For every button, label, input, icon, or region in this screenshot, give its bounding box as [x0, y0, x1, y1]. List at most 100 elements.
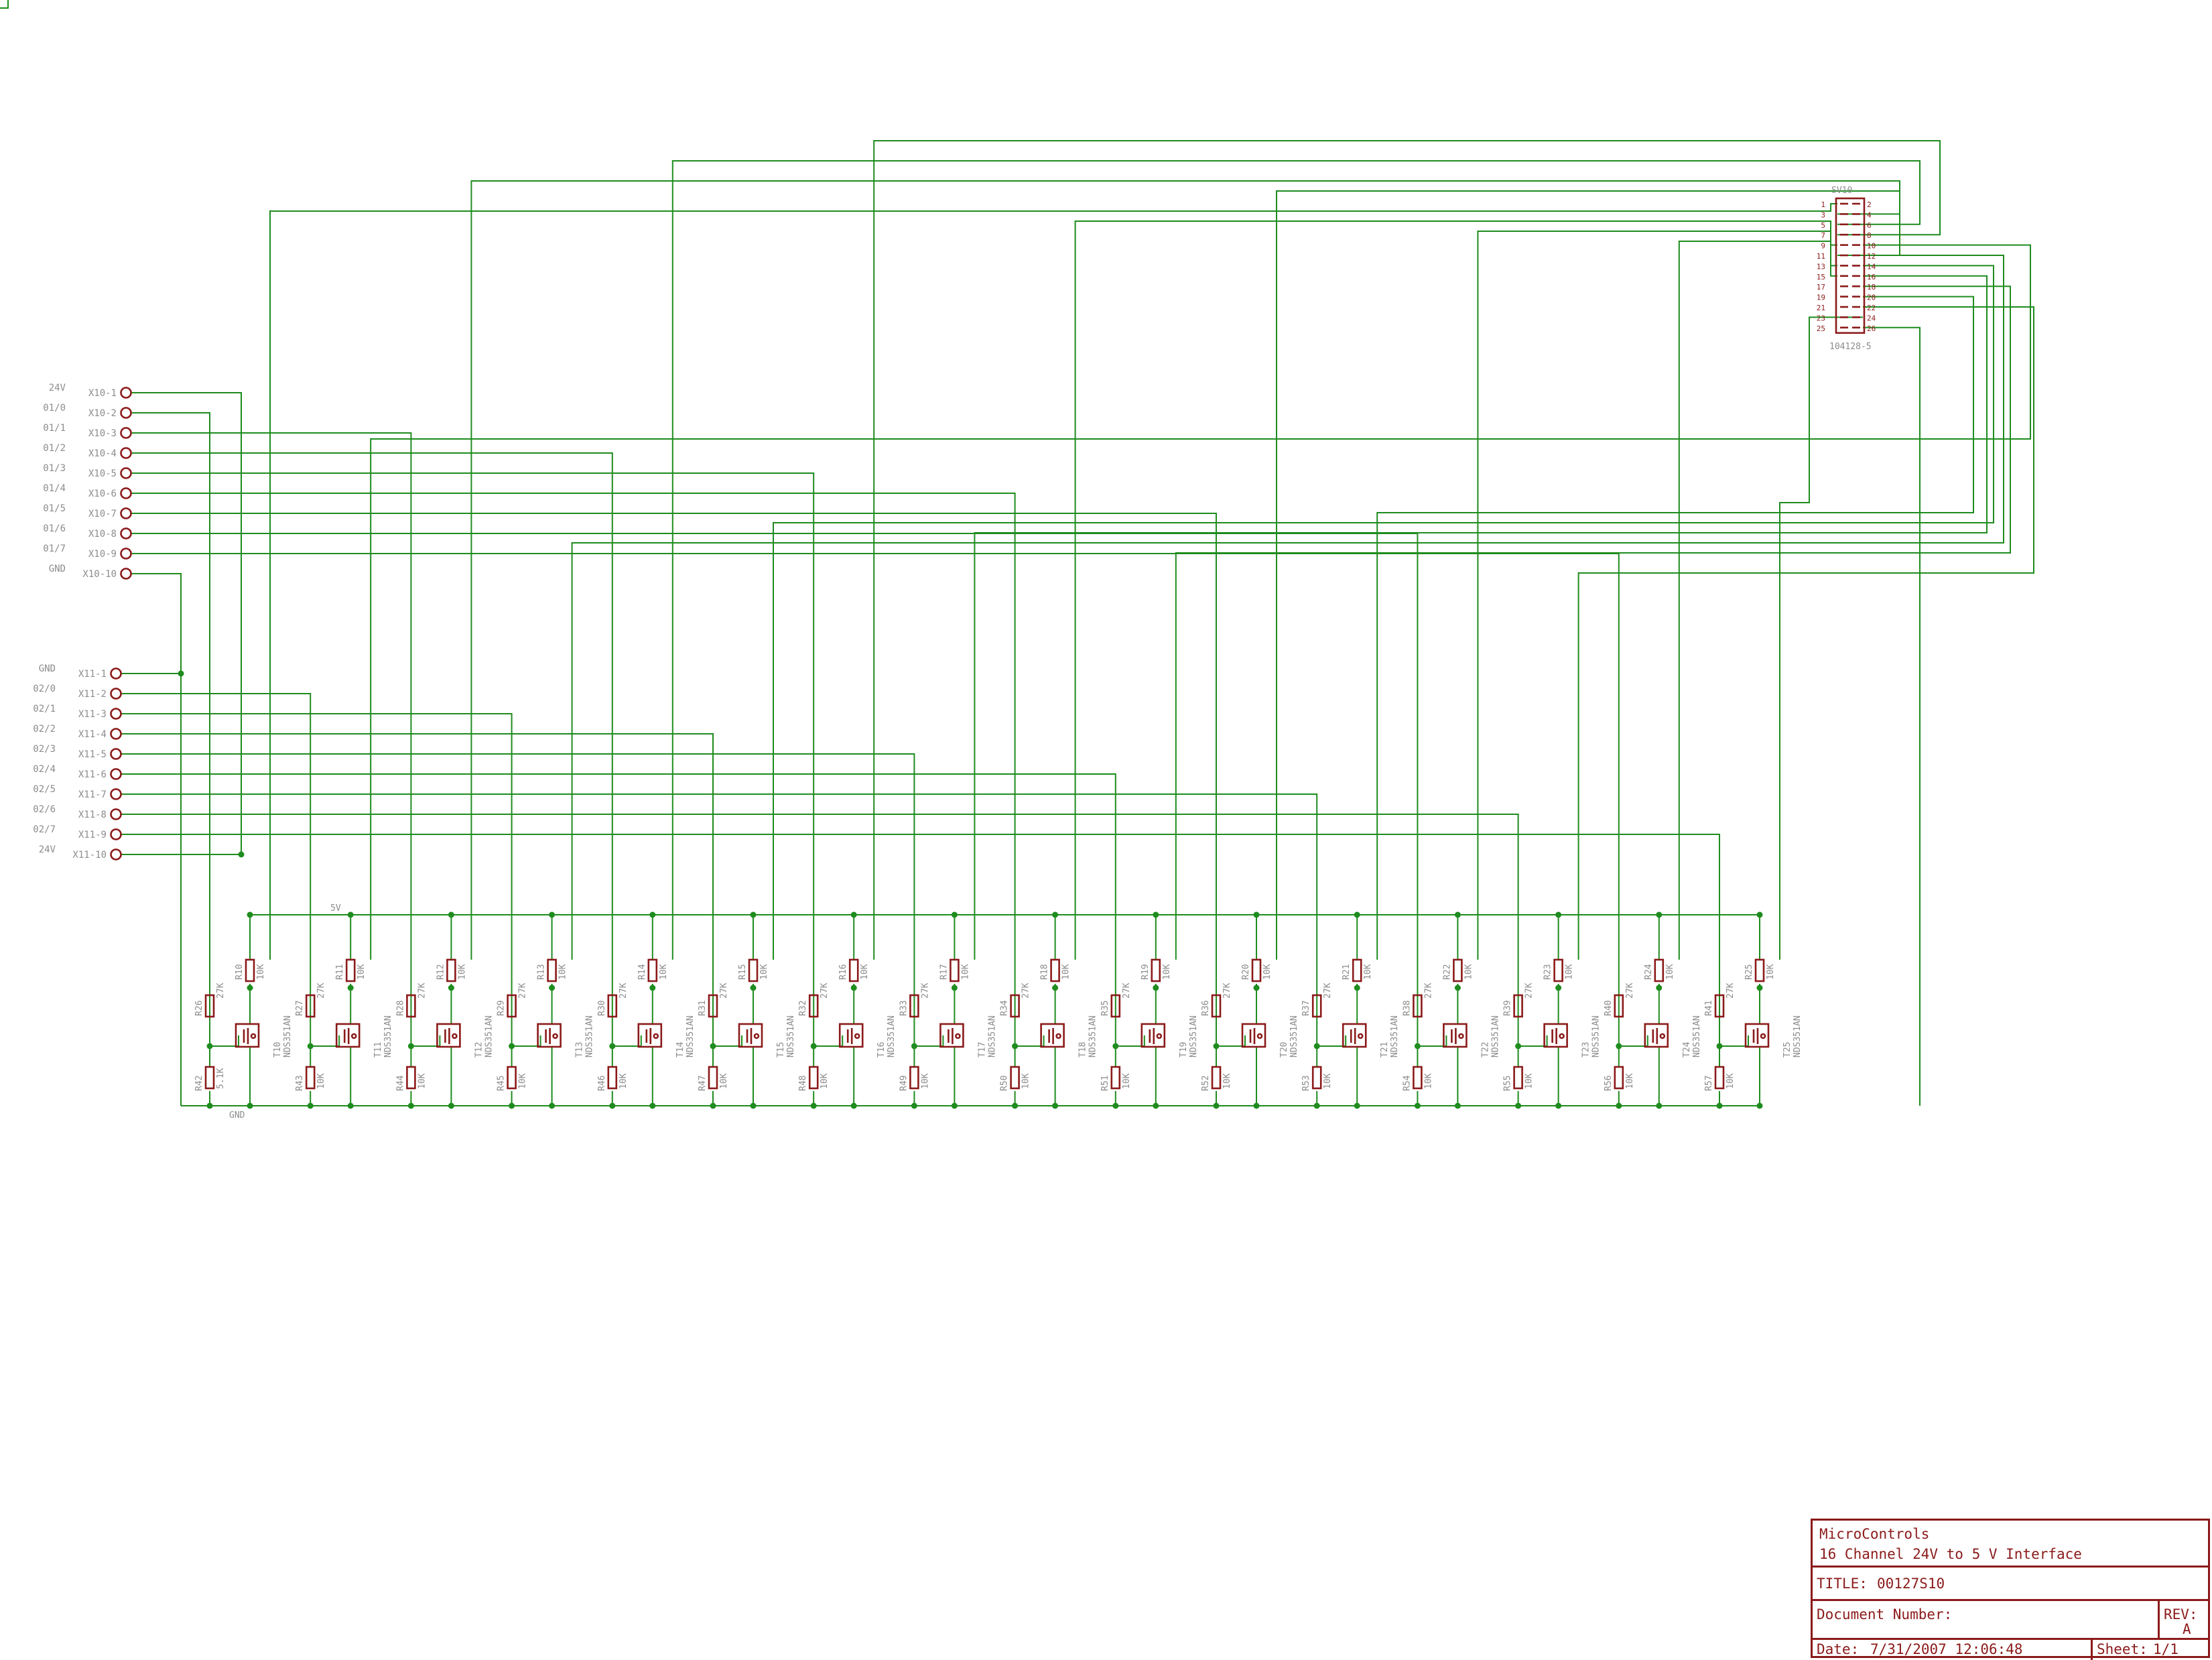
- junction-dot: [1414, 1102, 1421, 1109]
- junction-dot: [1052, 1102, 1059, 1109]
- resistor-value-label: 10K: [659, 964, 669, 980]
- terminal-icon: [120, 487, 132, 499]
- wire-output-top-0: [269, 203, 1837, 960]
- resistor-id-label: R16: [838, 964, 848, 980]
- terminal-label: X10-10: [82, 569, 117, 580]
- transistor-part-label: NDS351AN: [484, 1015, 494, 1058]
- resistor-value-label: 10K: [256, 964, 266, 980]
- junction-dot: [448, 984, 454, 991]
- terminal-icon: [110, 768, 122, 780]
- sv10-pin-number: 2: [1867, 200, 1872, 209]
- mosfet-icon: [235, 1023, 260, 1048]
- junction-dot: [1756, 1102, 1763, 1109]
- junction-dot: [1213, 1102, 1220, 1109]
- terminal-icon: [120, 427, 132, 439]
- junction-dot: [1656, 1102, 1663, 1109]
- wire-gate: [914, 1035, 944, 1047]
- net-label: 02/4: [33, 764, 56, 775]
- junction-dot: [1112, 1102, 1119, 1109]
- resistor-bottom-icon: [1413, 1066, 1423, 1090]
- junction-dot: [448, 1102, 454, 1109]
- net-label: 01/2: [43, 443, 66, 454]
- mosfet-body-icon: [1156, 1033, 1163, 1039]
- wire-gnd-x10: [131, 573, 182, 1106]
- sheet-label: Sheet:: [2097, 1641, 2148, 1657]
- transistor-part-label: NDS351AN: [585, 1015, 595, 1058]
- junction-dot: [951, 1102, 958, 1109]
- resistor-pullup-icon: [1453, 958, 1463, 982]
- resistor-id-label: R33: [899, 1001, 909, 1016]
- resistor-value-label: 10K: [1766, 964, 1776, 980]
- resistor-value-label: 10K: [920, 1073, 930, 1089]
- terminal-label: X11-4: [78, 729, 107, 740]
- junction-dot: [710, 1043, 716, 1049]
- mosfet-body-icon: [1559, 1033, 1565, 1039]
- wire-output-right-3: [974, 275, 1988, 960]
- terminal-label: X11-10: [72, 850, 107, 860]
- date-label: Date:: [1817, 1641, 1860, 1657]
- sv10-pin-number: 5: [1821, 221, 1825, 230]
- rail-5v-label: 5V: [330, 903, 341, 913]
- junction-dot: [1656, 911, 1663, 918]
- sv10-name-label: SV10: [1831, 186, 1852, 196]
- wire-gate: [1417, 1035, 1447, 1047]
- resistor-value-label: 10K: [1122, 1073, 1132, 1089]
- wire-output-top-3: [873, 140, 1941, 960]
- resistor-series-icon: [1513, 994, 1523, 1018]
- wire-input-x11-8: [121, 834, 1720, 1067]
- resistor-bottom-icon: [1110, 1066, 1121, 1090]
- resistor-id-label: R54: [1402, 1075, 1412, 1091]
- junction-dot: [1012, 1043, 1019, 1049]
- transistor-id-label: T22: [1480, 1042, 1490, 1058]
- mosfet-body-icon: [452, 1033, 458, 1039]
- mosfet-icon: [637, 1023, 663, 1048]
- resistor-series-icon: [808, 994, 819, 1018]
- mosfet-icon: [335, 1023, 361, 1048]
- resistor-value-label: 10K: [1524, 1073, 1535, 1089]
- resistor-bottom-icon: [1714, 1066, 1725, 1090]
- wire-gate: [1216, 1035, 1246, 1047]
- resistor-value-label: 10K: [960, 964, 970, 980]
- revision-label: REV:: [2164, 1606, 2198, 1622]
- resistor-id-label: R44: [395, 1075, 405, 1091]
- net-label: GND: [49, 564, 66, 574]
- junction-dot: [850, 911, 857, 918]
- wire-gate: [1618, 1035, 1648, 1047]
- resistor-value-label: 10K: [1162, 964, 1172, 980]
- wire-output-right-5: [1376, 296, 1974, 960]
- wire-input-x10-2: [131, 432, 412, 1067]
- junction-dot: [178, 670, 184, 677]
- transistor-id-label: T11: [373, 1042, 383, 1058]
- wire-gate: [1719, 1035, 1749, 1047]
- net-label: 01/6: [43, 523, 66, 534]
- sv10-pin-number: 18: [1867, 283, 1876, 292]
- resistor-pullup-icon: [547, 958, 557, 982]
- resistor-value-label: 10K: [457, 964, 467, 980]
- resistor-pullup-icon: [1050, 958, 1060, 982]
- resistor-value-label: 10K: [1463, 964, 1474, 980]
- resistor-pullup-icon: [245, 958, 255, 982]
- junction-dot: [1153, 911, 1159, 918]
- junction-dot: [609, 1043, 616, 1049]
- junction-dot: [609, 1102, 616, 1109]
- wire-gnd-sv10: [1863, 326, 1921, 1106]
- resistor-value-label: 10K: [316, 1073, 326, 1089]
- sv10-pin-number: 10: [1867, 242, 1876, 251]
- junction-dot: [1112, 1043, 1119, 1049]
- junction-dot: [750, 984, 757, 991]
- sv10-pin-number: 17: [1817, 283, 1825, 292]
- resistor-value-label: 10K: [1061, 964, 1071, 980]
- resistor-id-label: R53: [1301, 1076, 1311, 1091]
- mosfet-icon: [939, 1023, 964, 1048]
- terminal-label: X11-3: [78, 709, 107, 720]
- resistor-pullup-icon: [647, 958, 658, 982]
- net-label: 01/1: [43, 423, 66, 434]
- resistor-id-label: R43: [295, 1076, 305, 1091]
- junction-dot: [1454, 1102, 1461, 1109]
- resistor-bottom-icon: [204, 1066, 215, 1090]
- net-label: 01/0: [43, 403, 66, 413]
- terminal-label: X11-1: [78, 669, 107, 680]
- transistor-part-label: NDS351AN: [1591, 1015, 1602, 1058]
- terminal-icon: [120, 507, 132, 519]
- resistor-value-label: 27K: [1222, 982, 1232, 999]
